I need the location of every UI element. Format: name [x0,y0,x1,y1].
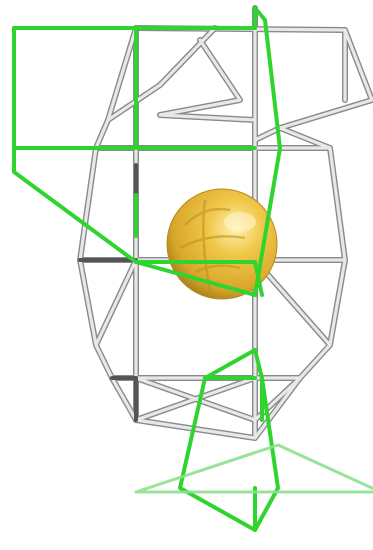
3d-scene[interactable] [0,0,373,550]
molecular-viewer[interactable] [0,0,373,550]
